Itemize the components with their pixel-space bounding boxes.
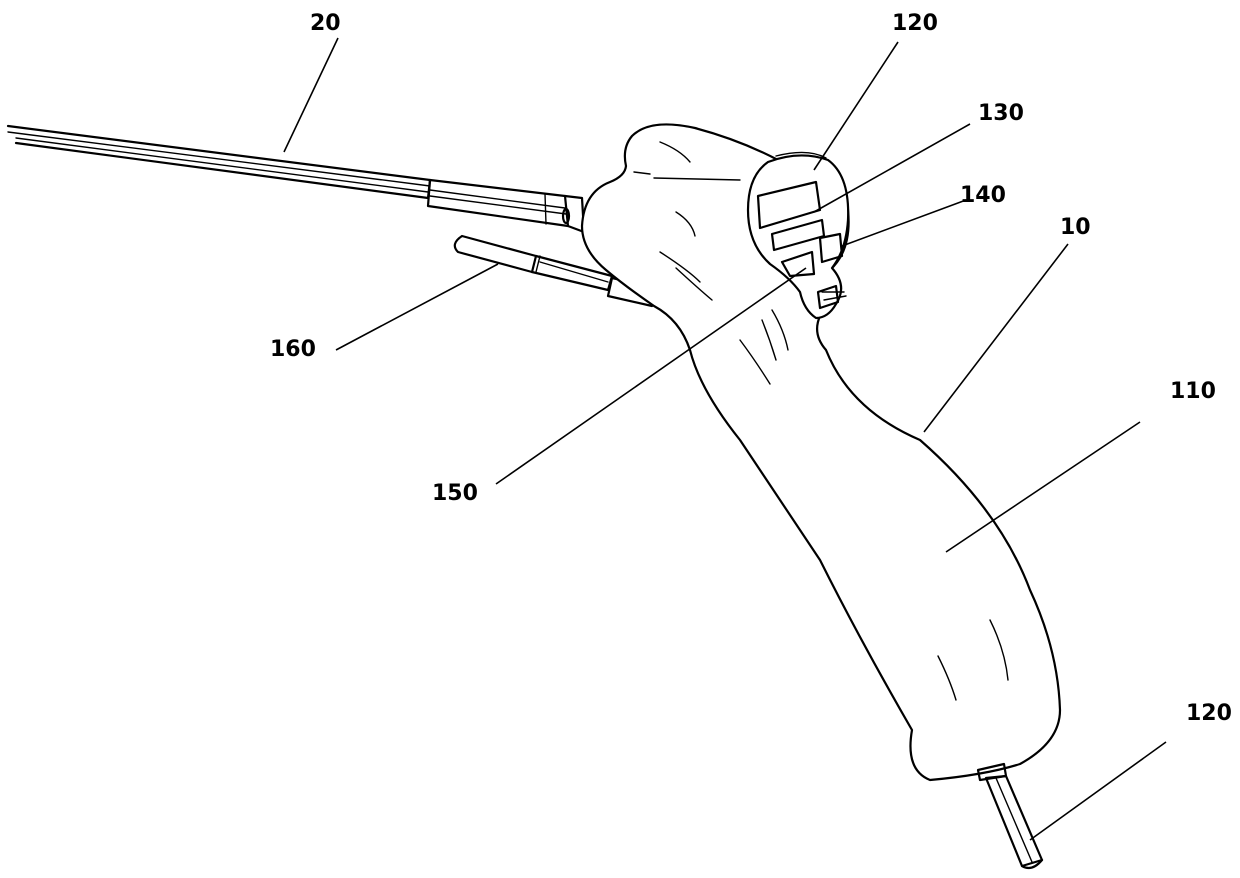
label-20: 20 [310,11,341,36]
label-140: 140 [960,183,1006,208]
leader-120-bottom [1030,742,1166,840]
leader-140 [842,200,966,246]
label-110: 110 [1170,379,1216,404]
leader-110 [946,422,1140,552]
label-150: 150 [432,481,478,506]
leader-20 [284,38,338,152]
leader-160 [336,264,498,350]
bottom-cable [978,764,1042,868]
label-160: 160 [270,337,316,362]
label-120-bottom: 120 [1186,701,1232,726]
label-10: 10 [1060,215,1091,240]
leader-120-top [814,42,898,170]
label-130: 130 [978,101,1024,126]
leader-10 [924,244,1068,432]
shaft [8,126,584,232]
label-120-top: 120 [892,11,938,36]
